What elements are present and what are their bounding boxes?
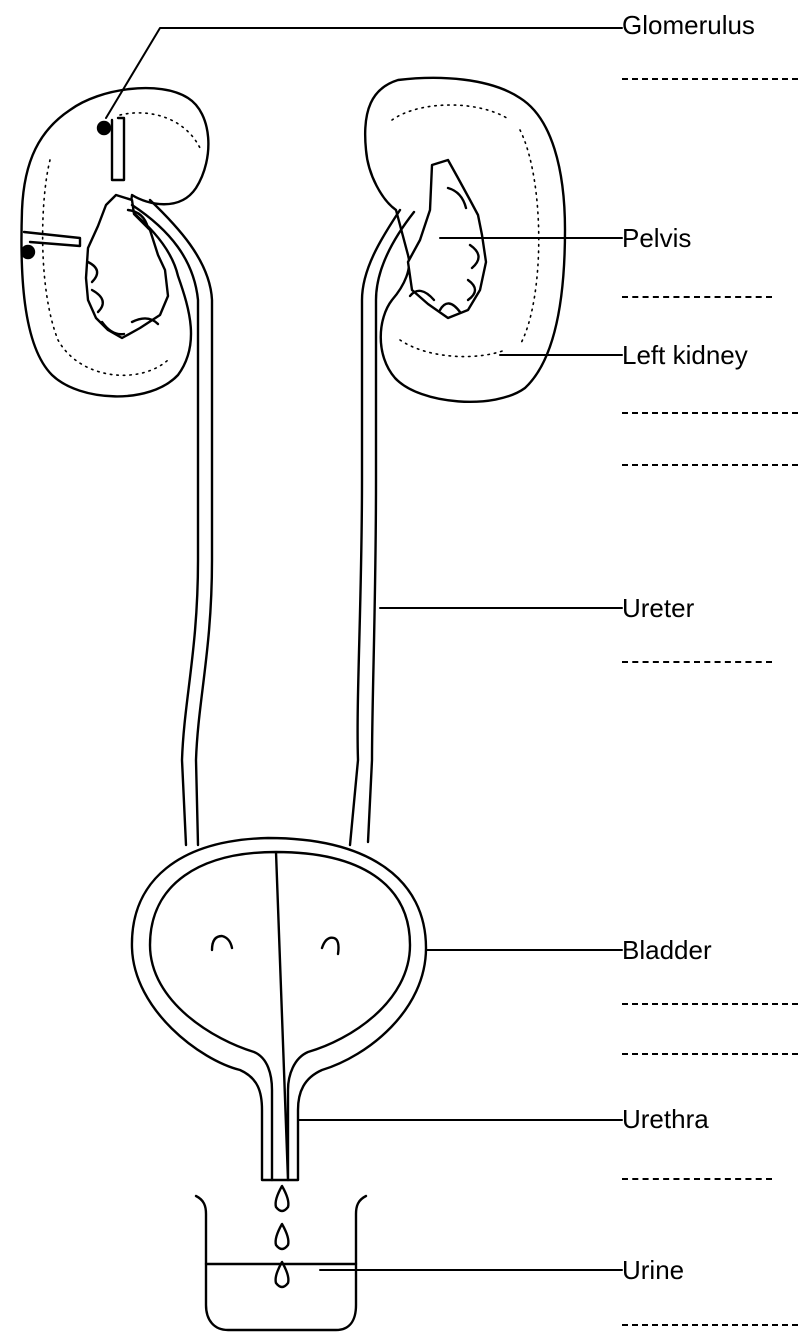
bladder-label: Bladder	[622, 935, 712, 965]
urine-label: Urine	[622, 1255, 684, 1285]
left-ureter	[350, 210, 414, 845]
beaker	[196, 1196, 366, 1330]
answer-blank	[622, 296, 772, 298]
bladder	[132, 838, 426, 1180]
leader-lines	[106, 28, 622, 1270]
pelvis-label: Pelvis	[622, 223, 691, 253]
right-kidney	[21, 88, 208, 396]
answer-blank	[622, 412, 798, 414]
answer-blank	[622, 78, 798, 80]
glomerulus-label: Glomerulus	[622, 10, 755, 40]
answer-blank	[622, 1003, 798, 1005]
answer-blank	[622, 464, 798, 466]
answer-blank	[622, 1053, 798, 1055]
answer-blank	[622, 661, 772, 663]
urine-drops	[276, 1186, 289, 1287]
urethra-label: Urethra	[622, 1104, 709, 1134]
answer-blank	[622, 1324, 798, 1326]
ureter-label: Ureter	[622, 593, 694, 623]
left-kidney-label: Left kidney	[622, 340, 748, 370]
answer-blank	[622, 1178, 772, 1180]
